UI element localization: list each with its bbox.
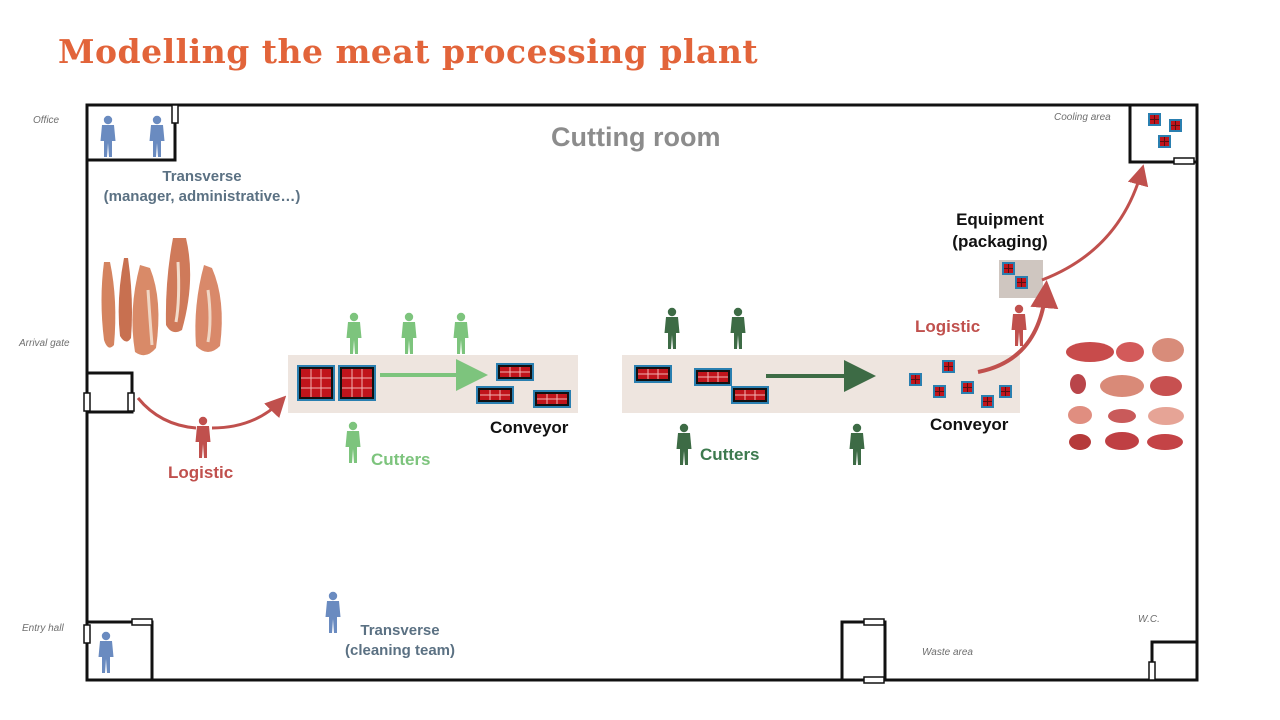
transverse-cleaning-label: Transverse (cleaning team): [344, 622, 456, 659]
office-label: Office: [33, 115, 60, 126]
cutters-left-label: Cutters: [371, 450, 431, 469]
page-title: Modelling the meat processing plant: [58, 32, 759, 71]
wc-label: W.C.: [1138, 614, 1160, 625]
logistic-left-label: Logistic: [168, 463, 234, 482]
conveyor-right: [622, 355, 1020, 413]
cutters-right-label: Cutters: [700, 445, 760, 464]
conveyor-right-label: Conveyor: [930, 415, 1009, 434]
doors: [83, 104, 1195, 684]
equipment-label: Equipment (packaging): [952, 210, 1048, 251]
carcasses-image: [101, 238, 222, 356]
logistic-arrow-left-2: [211, 395, 287, 430]
waste-area-label: Waste area: [922, 647, 973, 658]
cooling-arrow: [1041, 164, 1149, 282]
logistic-arrow-left-1: [136, 397, 197, 430]
cooling-area-label: Cooling area: [1054, 112, 1111, 123]
conveyor-left-label: Conveyor: [490, 418, 569, 437]
meat-cuts-image: [1066, 338, 1184, 450]
cutting-room-title: Cutting room: [551, 122, 721, 152]
arrival-gate-label: Arrival gate: [19, 338, 70, 349]
cooling-packs: [1147, 112, 1183, 149]
logistic-arrow-right: [977, 280, 1059, 374]
entry-hall-label: Entry hall: [22, 623, 64, 634]
logistic-right-label: Logistic: [915, 317, 981, 336]
transverse-manager-label: Transverse (manager, administrative…): [103, 168, 301, 205]
